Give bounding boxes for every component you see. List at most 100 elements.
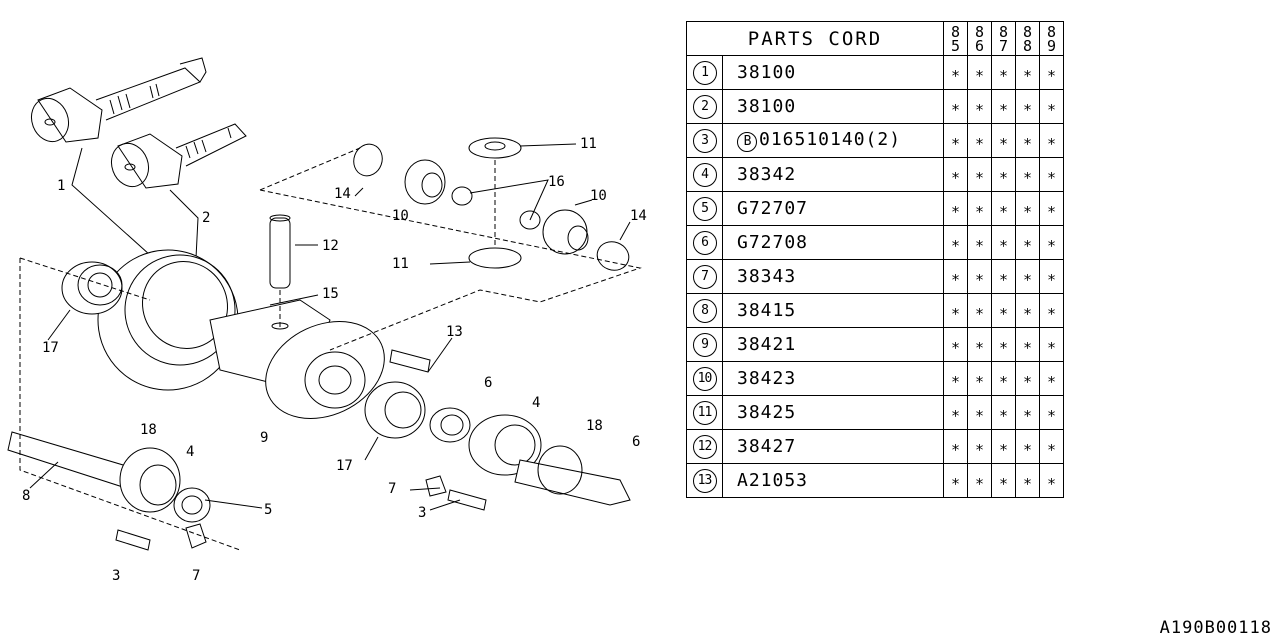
year-applicability-mark: ∗ [943,463,968,498]
ref-number-cell: 12 [686,429,723,464]
year-applicability-mark: ∗ [943,429,968,464]
callout-11-lower: 11 [392,256,409,272]
callout-10-right: 10 [590,188,607,204]
part-code-cell: 38415 [722,293,944,328]
year-applicability-mark: ∗ [967,327,992,362]
part-code-cell: 38425 [722,395,944,430]
ref-number-cell: 6 [686,225,723,260]
right-axle-group [364,381,631,506]
year-applicability-mark: ∗ [943,157,968,192]
year-applicability-mark: ∗ [1015,293,1040,328]
part-code: 38423 [737,368,797,389]
year-applicability-mark: ∗ [943,123,968,158]
ref-number: 3 [692,128,717,153]
part-code-cell: G72708 [722,225,944,260]
year-applicability-mark: ∗ [1039,293,1064,328]
differential-case [209,299,385,419]
part-code-cell: 38100 [722,89,944,124]
lock-tab-7-left [185,523,207,549]
ref-number-cell: 11 [686,395,723,430]
year-applicability-mark: ∗ [1015,429,1040,464]
year-applicability-mark: ∗ [1039,191,1064,226]
side-gear-group [353,137,630,271]
bolt-13 [389,349,431,373]
year-applicability-mark: ∗ [991,123,1016,158]
ref-number: 8 [692,298,717,323]
year-applicability-mark: ∗ [1015,157,1040,192]
year-applicability-mark: ∗ [1039,463,1064,498]
callout-17-left: 17 [42,340,59,356]
part-code: 016510140(2) [759,129,902,150]
ref-number-cell: 1 [686,55,723,90]
year-applicability-mark: ∗ [991,327,1016,362]
year-applicability-mark: ∗ [943,55,968,90]
ref-number: 9 [692,332,717,357]
year-applicability-mark: ∗ [967,157,992,192]
part-code: A21053 [737,470,809,491]
year-applicability-mark: ∗ [991,89,1016,124]
part-code: G72708 [737,232,809,253]
part-code-cell: 38342 [722,157,944,192]
left-axle-group [7,431,211,523]
part-code-cell: G72707 [722,191,944,226]
pinion-gear-1 [30,57,207,143]
year-applicability-mark: ∗ [943,259,968,294]
year-applicability-mark: ∗ [991,463,1016,498]
ref-number: 7 [692,264,717,289]
year-applicability-mark: ∗ [1039,395,1064,430]
ring-gear [97,249,239,391]
lock-tab-7-right [425,475,447,497]
year-applicability-mark: ∗ [1039,429,1064,464]
ref-number-cell: 8 [686,293,723,328]
year-applicability-mark: ∗ [991,191,1016,226]
ref-number: 12 [692,434,717,459]
year-applicability-mark: ∗ [1039,55,1064,90]
part-code-cell: 38423 [722,361,944,396]
callout-6-upper: 6 [484,375,492,391]
ref-number: 2 [692,94,717,119]
year-applicability-mark: ∗ [1015,225,1040,260]
part-code-cell: 38427 [722,429,944,464]
year-applicability-mark: ∗ [1039,225,1064,260]
callout-18-left: 18 [140,422,157,438]
ref-number-cell: 3 [686,123,723,158]
part-code-cell: 38343 [722,259,944,294]
year-applicability-mark: ∗ [991,429,1016,464]
drawing-code: A190B00118 [1159,618,1272,638]
callout-1: 1 [57,178,65,194]
ref-number-cell: 10 [686,361,723,396]
year-applicability-mark: ∗ [967,259,992,294]
year-applicability-mark: ∗ [967,89,992,124]
part-code: 38342 [737,164,797,185]
part-code: 38343 [737,266,797,287]
year-applicability-mark: ∗ [967,191,992,226]
ref-number-cell: 13 [686,463,723,498]
year-applicability-mark: ∗ [967,225,992,260]
callout-5: 5 [264,502,272,518]
part-code: 38421 [737,334,797,355]
part-code: 38100 [737,62,797,83]
part-code-cell: A21053 [722,463,944,498]
pinion-gear-2 [110,123,247,189]
year-applicability-mark: ∗ [943,225,968,260]
callout-8: 8 [22,488,30,504]
year-applicability-mark: ∗ [991,395,1016,430]
callout-16: 16 [548,174,565,190]
year-applicability-mark: ∗ [1015,395,1040,430]
header-parts-cord: PARTS CORD [686,21,944,56]
bolt-3-right [447,489,487,511]
